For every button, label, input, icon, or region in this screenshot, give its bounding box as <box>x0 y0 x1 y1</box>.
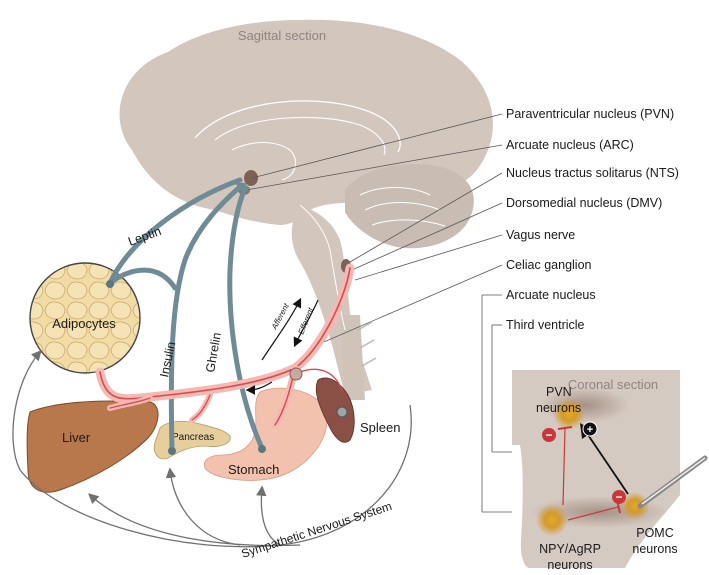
efferent-lower-arrow <box>245 381 273 395</box>
sympathetic-arcs <box>12 350 412 548</box>
npy-agrp-neuron <box>536 504 568 536</box>
pomc-to-pvn-excite-arrow <box>579 423 629 495</box>
sagittal-section-title: Sagittal section <box>238 28 326 43</box>
label-afferent: Afferent <box>269 301 291 332</box>
label-nts: Nucleus tractus solitarus (NTS) <box>506 166 679 180</box>
pomc-neuron <box>621 492 649 520</box>
third-ventricle-shape <box>512 445 530 568</box>
inner-ventricle-line <box>214 116 386 156</box>
label-vagus-nerve: Vagus nerve <box>506 228 575 242</box>
vagus-main-nerve <box>99 267 351 400</box>
insulin-source-dot <box>168 447 176 455</box>
label-pomc-line2: neurons <box>632 542 677 556</box>
label-stomach: Stomach <box>228 462 279 477</box>
leptin-source-dot <box>106 280 114 288</box>
label-efferent: Efferent <box>297 306 316 336</box>
label-npy-agrp-line1: NPY/AgRP <box>539 542 601 556</box>
electrode-highlight <box>641 457 706 505</box>
spinal-cord-shape <box>340 315 365 400</box>
sns-arc-stomach <box>256 485 281 546</box>
label-ghrelin: Ghrelin <box>203 331 224 373</box>
ghrelin-source-dot <box>258 445 266 453</box>
label-arc: Arcuate nucleus (ARC) <box>506 138 634 152</box>
hormone-pathways <box>107 177 265 453</box>
insulin-arrowhead <box>238 186 250 196</box>
npy-to-pvn-inhibit-bar <box>557 426 573 430</box>
label-dmv: Dorsomedial nucleus (DMV) <box>506 196 662 210</box>
pvn-minus-badge <box>542 428 556 442</box>
efferent-arrow <box>293 299 319 348</box>
corpus-callosum-line <box>194 100 401 153</box>
label-pvn-neurons-line2: neurons <box>536 401 581 415</box>
liver-organ <box>26 400 159 493</box>
coronal-section-inset: − + − Coronal section PVN neurons NPY/Ag… <box>512 370 708 572</box>
label-pomc-line1: POMC <box>636 526 674 540</box>
label-sympathetic-nervous-system: Sympathetic Nervous System <box>240 499 394 561</box>
nts-leader-line <box>349 172 503 263</box>
vagal-nerve-paths <box>95 263 355 429</box>
brainstem-outline <box>299 204 346 331</box>
pvn-minus-symbol: − <box>545 428 552 442</box>
label-third-ventricle: Third ventricle <box>506 318 585 332</box>
label-arcuate-nucleus: Arcuate nucleus <box>506 288 596 302</box>
adipocytes-organ <box>29 262 141 374</box>
vagus-leader-line <box>354 234 503 281</box>
sns-arc-pancreas <box>165 467 241 546</box>
label-adipocytes: Adipocytes <box>52 316 116 331</box>
right-label-group: Paraventricular nucleus (PVN) Arcuate nu… <box>245 107 679 513</box>
pvn-nucleus-marker <box>244 170 258 186</box>
label-pvn-neurons-line1: PVN <box>546 385 572 399</box>
cerebellum-shape <box>345 164 474 249</box>
pomc-to-npy-inhibit-line <box>567 506 619 521</box>
celiac-ganglion-marker <box>289 367 303 381</box>
pvn-leader-line <box>251 113 503 179</box>
sagittal-brain <box>119 19 493 400</box>
insulin-branch-adipo <box>107 267 178 291</box>
leptin-path <box>107 177 243 286</box>
afferent-arrow <box>261 297 302 361</box>
npy-minus-symbol: − <box>615 490 622 504</box>
pancreas-branch-nerve <box>191 394 211 421</box>
sns-arc-liver <box>88 493 301 547</box>
label-insulin: Insulin <box>157 340 178 378</box>
label-pancreas: Pancreas <box>172 432 214 443</box>
label-leptin: Leptin <box>126 224 163 249</box>
npy-minus-badge <box>612 490 626 504</box>
label-liver: Liver <box>62 430 91 445</box>
thalamus-line <box>231 141 297 181</box>
label-pvn: Paraventricular nucleus (PVN) <box>506 107 674 121</box>
ghrelin-path <box>227 185 265 451</box>
npy-to-pvn-inhibit-line <box>562 427 566 506</box>
cerebellum-folia-line <box>359 187 446 227</box>
pvn-plus-symbol: + <box>587 424 593 436</box>
spleen-node-marker <box>336 406 348 418</box>
insulin-path <box>168 182 245 453</box>
celiac-leader-line <box>309 264 503 349</box>
label-celiac-ganglion: Celiac ganglion <box>506 258 592 272</box>
pvn-neuron <box>553 398 585 430</box>
pvn-plus-badge <box>582 421 598 437</box>
dmv-leader-line <box>351 202 503 271</box>
label-npy-agrp-line2: neurons <box>547 558 592 572</box>
spleen-branch-nerve <box>299 368 343 391</box>
spinal-ticks <box>357 321 377 367</box>
sns-arc-adipocytes <box>12 350 412 548</box>
label-spleen: Spleen <box>360 420 400 435</box>
arc-leader-line <box>245 144 503 191</box>
coronal-section-title: Coronal section <box>568 377 658 392</box>
liver-branch-nerve <box>109 397 151 409</box>
